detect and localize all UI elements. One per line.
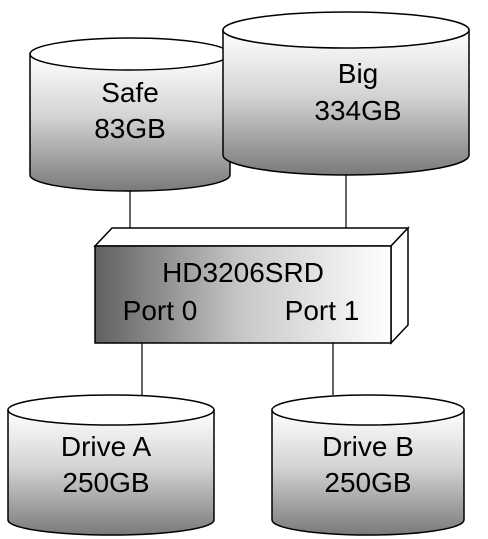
cylinder-top <box>271 394 465 426</box>
cylinder-top <box>222 11 470 49</box>
controller-port-1: Port 1 <box>285 295 360 326</box>
cylinder-body <box>271 409 465 536</box>
drive-a-name: Drive A <box>61 431 152 462</box>
controller-port-0: Port 0 <box>123 295 198 326</box>
volume-safe-size: 83GB <box>94 113 166 144</box>
drive-b-size: 250GB <box>324 467 411 498</box>
drive-a-size: 250GB <box>62 467 149 498</box>
cylinder-top <box>29 37 231 71</box>
drive-a: Drive A 250GB <box>7 394 215 536</box>
volume-big: Big 334GB <box>222 11 470 176</box>
volume-safe: Safe 83GB <box>29 37 231 192</box>
drive-b-name: Drive B <box>322 431 414 462</box>
drive-b: Drive B 250GB <box>271 394 465 536</box>
connectors <box>129 172 347 395</box>
controller-box-front <box>94 245 392 344</box>
cylinder-top <box>7 394 215 426</box>
controller-box-side <box>390 226 409 345</box>
controller-model: HD3206SRD <box>162 257 324 288</box>
controller-box: HD3206SRD Port 0 Port 1 <box>93 226 410 345</box>
volume-big-name: Big <box>338 58 378 89</box>
cylinder-body <box>7 409 215 536</box>
volume-big-size: 334GB <box>314 95 401 126</box>
volume-safe-name: Safe <box>101 77 159 108</box>
controller-box-top <box>93 227 410 247</box>
cylinder-body <box>29 53 231 192</box>
cylinder-body <box>222 29 470 176</box>
